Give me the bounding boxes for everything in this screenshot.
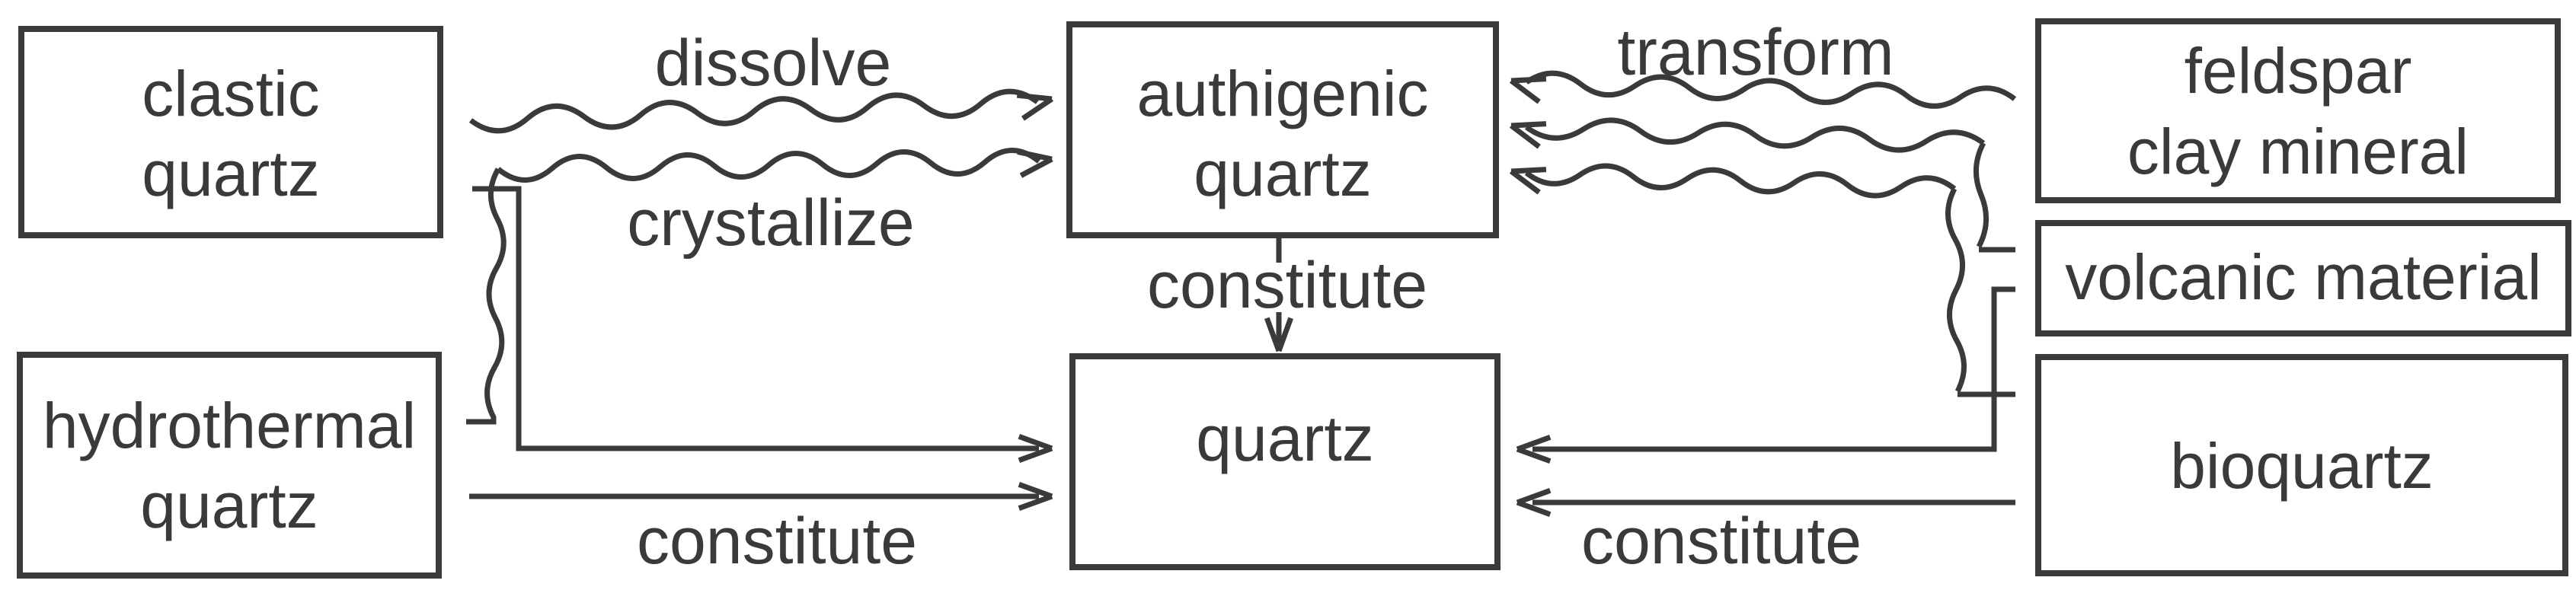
clastic-to-quartz-arrowhead (1018, 434, 1053, 463)
crystallize-arrowhead (1017, 148, 1053, 178)
crystallize-riser (466, 167, 507, 425)
quartz-box (1069, 353, 1501, 570)
authigenic-quartz-label-2: quartz (1194, 138, 1371, 209)
dissolve-arrow (468, 88, 1040, 134)
hydrothermal-to-quartz-arrowhead (1018, 482, 1053, 511)
volcanic-material-box (2035, 220, 2571, 336)
transform-arrow-feldspar (1525, 70, 2017, 109)
transform-riser-bioquartz (1945, 187, 1967, 393)
dissolve-arrowhead (1016, 92, 1053, 121)
clastic-quartz-box (18, 26, 443, 238)
clastic-quartz-label-1: clastic (142, 58, 319, 129)
transform-arrow-bioquartz (1524, 163, 1957, 199)
connector-lines (466, 70, 2017, 517)
transform-arrowhead-bioquartz (1509, 167, 1547, 195)
clastic-quartz-label-2: quartz (142, 138, 319, 209)
transform-arrowhead-volcanic (1509, 121, 1547, 149)
bioquartz-box (2035, 354, 2568, 576)
transform-arrow-volcanic (1524, 117, 1986, 153)
constitute-right-label: constitute (1581, 505, 1862, 578)
clastic-to-quartz-line (472, 186, 1039, 451)
clay-mineral-label: clay mineral (2127, 116, 2469, 187)
volcanic-to-quartz-arrowhead (1516, 435, 1552, 464)
transform-riser-volcanic (1973, 142, 1990, 248)
transform-label: transform (1617, 16, 1894, 89)
feldspar-label: feldspar (2184, 35, 2412, 107)
hydrothermal-quartz-label-2: quartz (140, 470, 318, 541)
bioquartz-label: bioquartz (2170, 430, 2434, 502)
authigenic-to-quartz-arrowhead (1264, 317, 1293, 352)
hydrothermal-quartz-label-1: hydrothermal (43, 390, 416, 461)
volcanic-material-label: volcanic material (2065, 241, 2542, 313)
quartz-label: quartz (1196, 403, 1373, 474)
dissolve-label: dissolve (655, 27, 892, 100)
hydrothermal-quartz-box (17, 352, 442, 579)
feldspar-clay-box (2035, 18, 2561, 203)
volcanic-to-quartz-line (1532, 286, 2015, 452)
crystallize-arrow (496, 148, 1041, 183)
authigenic-quartz-box (1066, 21, 1499, 238)
bioquartz-to-quartz-arrowhead (1516, 488, 1552, 517)
constitute-left-label: constitute (637, 505, 917, 578)
constitute-center-label: constitute (1147, 249, 1427, 322)
crystallize-label: crystallize (627, 187, 915, 260)
transform-arrowhead-feldspar (1509, 76, 1547, 104)
authigenic-quartz-label-1: authigenic (1137, 58, 1429, 129)
